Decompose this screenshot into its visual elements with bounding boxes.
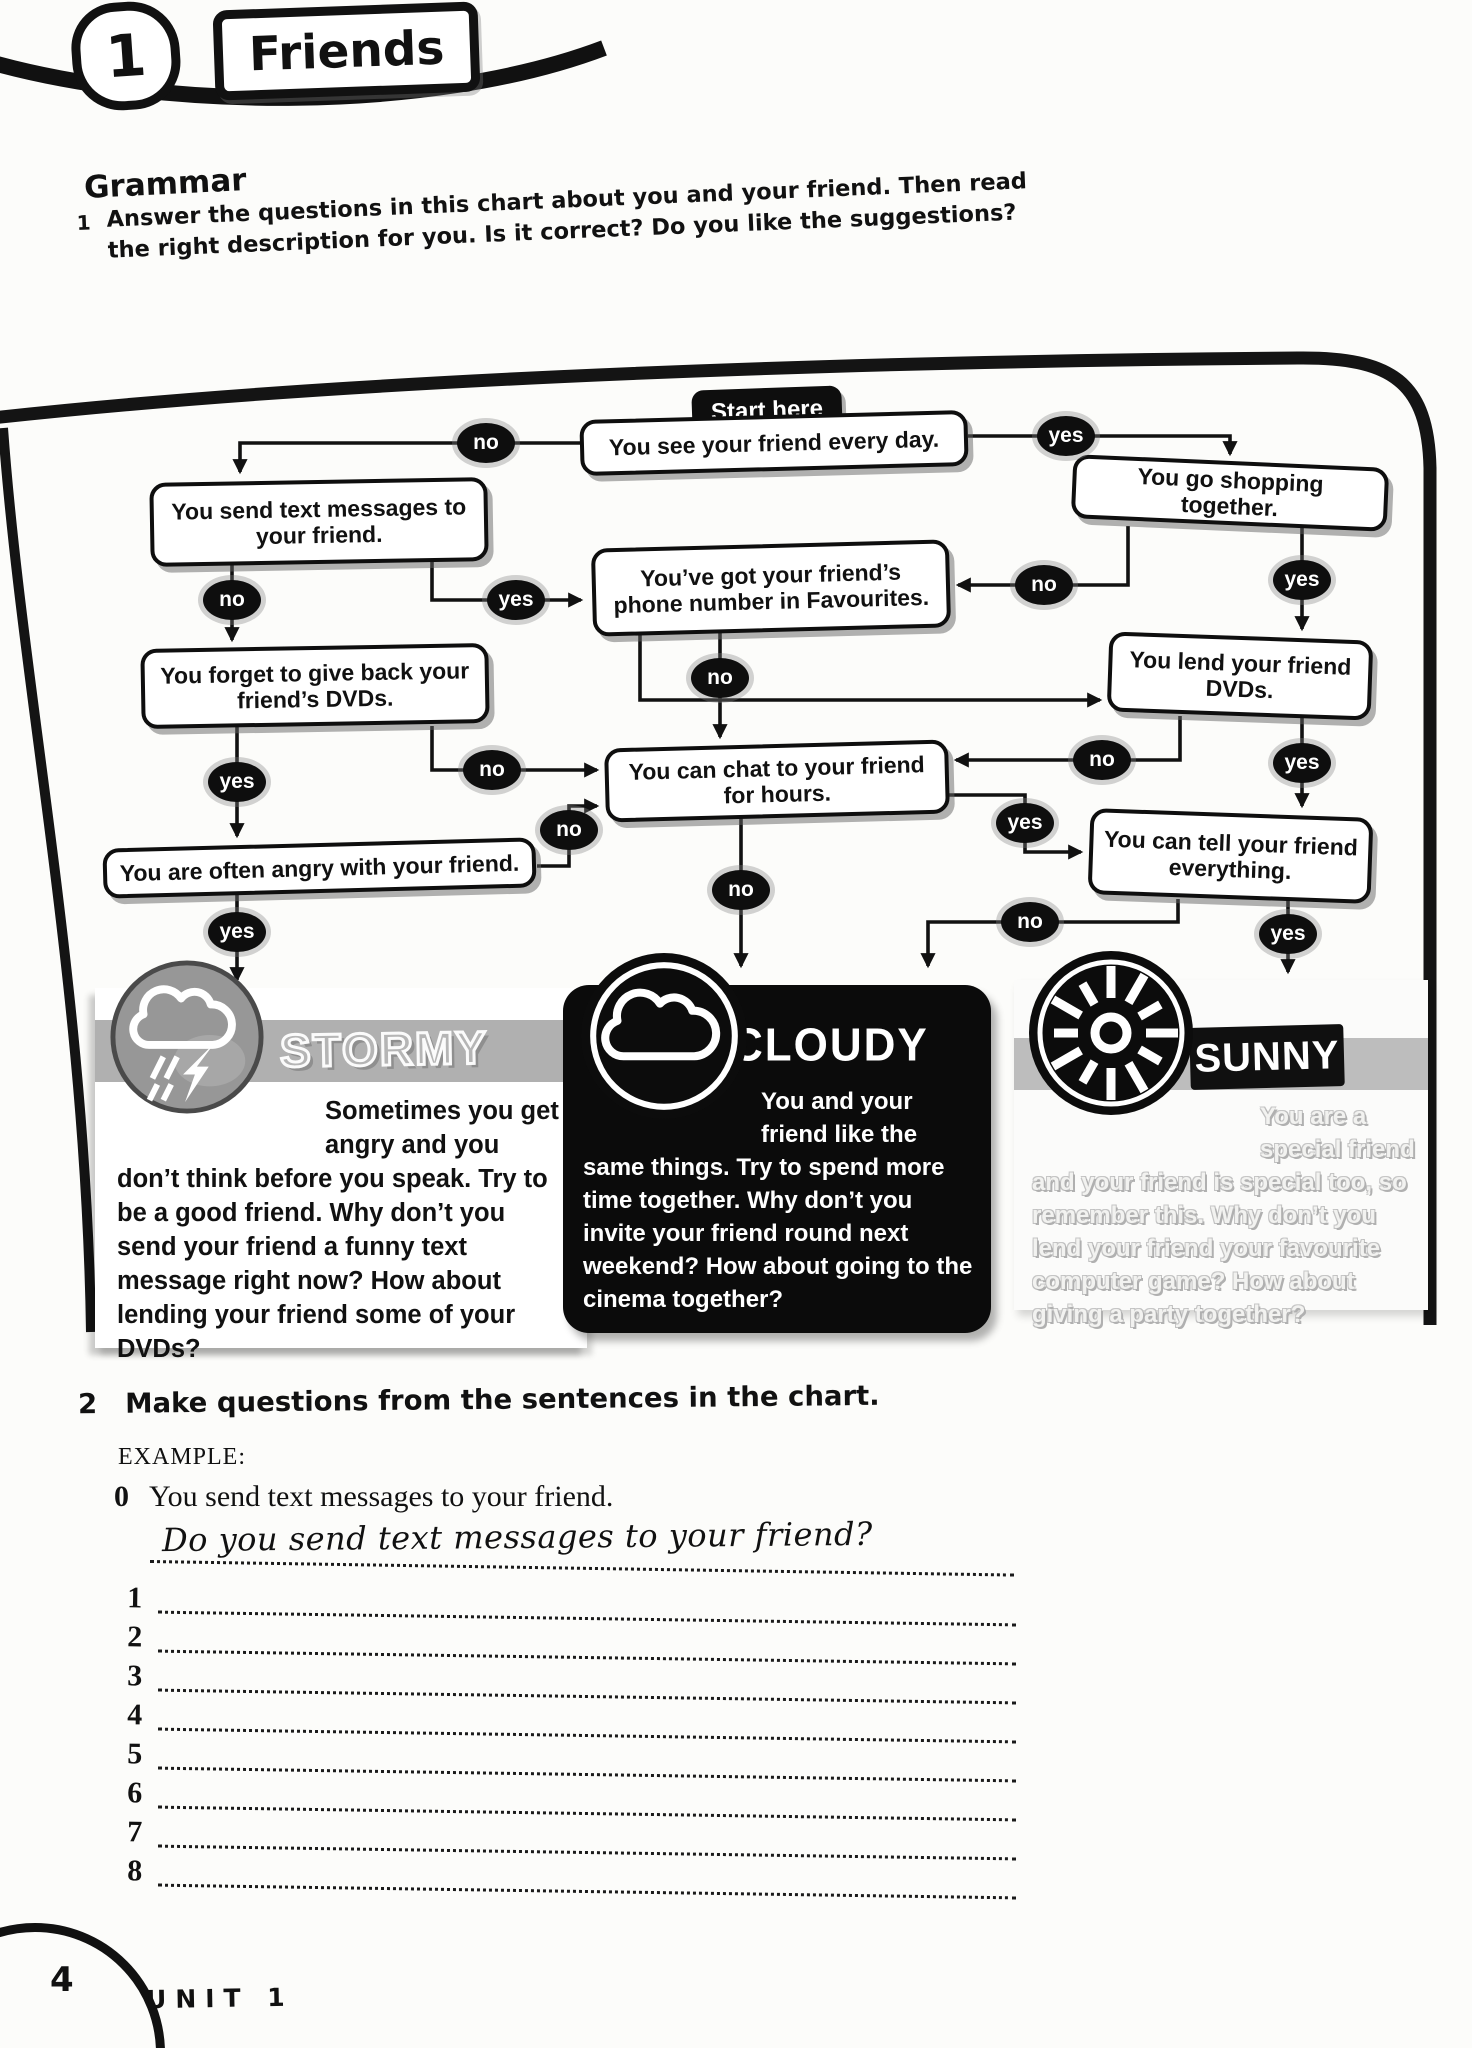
label-yes: yes	[996, 803, 1054, 843]
example-handwritten-answer: Do you send text messages to your friend…	[161, 1514, 873, 1560]
flowchart-node-forget-dvds: You forget to give back your friend’s DV…	[140, 642, 490, 730]
label-no: no	[457, 423, 515, 463]
label-yes: yes	[1273, 743, 1331, 783]
flowchart-node-phone-number-favourites: You’ve got your friend’s phone number in…	[590, 539, 952, 637]
exercise2-number: 2	[77, 1387, 98, 1421]
page-number: 4	[50, 1960, 74, 2000]
example-sentence: You send text messages to your friend.	[149, 1480, 614, 1513]
flowchart-node-send-text-messages: You send text messages to your friend.	[149, 477, 489, 567]
flowchart-node-lend-dvds: You lend your friend DVDs.	[1106, 631, 1374, 721]
cloudy-description: You and your friend like the same things…	[583, 1085, 975, 1316]
example-sentence-row: 0 You send text messages to your friend.	[114, 1480, 613, 1514]
label-no: no	[1015, 565, 1073, 605]
label-no: no	[691, 658, 749, 698]
label-no: no	[463, 750, 521, 790]
flowchart-node-chat-for-hours: You can chat to your friend for hours.	[604, 739, 950, 823]
sunny-title: SUNNY	[1193, 1032, 1341, 1081]
unit-title-box: Friends	[212, 1, 481, 101]
exercise2-instruction: Make questions from the sentences in the…	[124, 1379, 880, 1420]
label-yes: yes	[208, 912, 266, 952]
example-label: EXAMPLE:	[118, 1444, 246, 1470]
label-no: no	[203, 580, 261, 620]
label-yes: yes	[208, 762, 266, 802]
cloudy-title: CLOUDY	[731, 1019, 929, 1072]
cloud-icon	[581, 953, 747, 1119]
stormy-description: Sometimes you get angry and you don’t th…	[117, 1094, 567, 1366]
label-yes: yes	[1037, 416, 1095, 456]
label-no: no	[712, 870, 770, 910]
unit-title: Friends	[248, 20, 446, 82]
label-no: no	[1073, 740, 1131, 780]
unit-number: 1	[103, 20, 149, 92]
exercise1-number: 1	[76, 210, 92, 235]
flowchart-node-see-every-day: You see your friend every day.	[579, 409, 969, 477]
sunny-title-box: SUNNY	[1189, 1023, 1345, 1091]
storm-cloud-icon	[110, 960, 264, 1114]
label-no: no	[1001, 902, 1059, 942]
footer-corner-arc	[0, 1923, 165, 2048]
label-yes: yes	[487, 580, 545, 620]
label-yes: yes	[1273, 560, 1331, 600]
stormy-title: STORMY	[278, 1020, 490, 1079]
footer-unit-label: UNIT 1	[145, 1982, 294, 2015]
flowchart-node-go-shopping: You go shopping together.	[1070, 454, 1390, 532]
sun-icon	[1029, 951, 1193, 1115]
flowchart-node-tell-everything: You can tell your friend everything.	[1087, 808, 1374, 904]
label-yes: yes	[1259, 914, 1317, 954]
sunny-description: You are a special friend and your friend…	[1032, 1100, 1416, 1331]
label-no: no	[540, 810, 598, 850]
example-number: 0	[114, 1480, 129, 1513]
answer-lines: 1 2 3 4 5 6 7 8	[114, 1574, 1017, 1900]
